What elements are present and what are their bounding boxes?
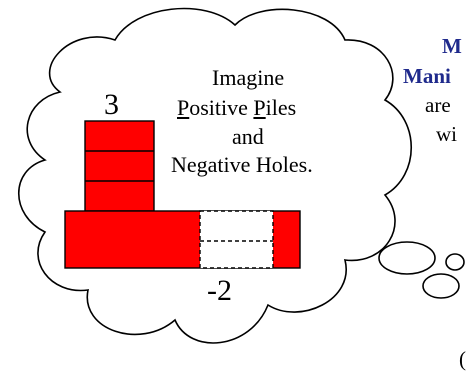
negative-base — [64, 210, 301, 269]
negative-hole — [199, 210, 274, 269]
positive-rest: ositive — [189, 95, 254, 120]
thought-bubble-trail-icon — [378, 241, 465, 299]
negative-holes-line: Negative Holes. — [171, 152, 313, 177]
side-bottom-fragment: ( — [459, 347, 466, 371]
side-title-line1: M — [442, 34, 462, 58]
negative-count-label: -2 — [207, 274, 232, 307]
piles-p: P — [253, 95, 266, 120]
positive-count-label: 3 — [104, 88, 119, 121]
side-line4: wi — [436, 122, 457, 146]
piles-rest: iles — [265, 95, 297, 120]
and-line: and — [232, 124, 264, 149]
positive-p: P — [177, 95, 190, 120]
positive-piles-line: Positive Piles — [177, 97, 296, 119]
side-title-line2: Mani — [403, 64, 451, 88]
imagine-line: Imagine — [212, 65, 285, 90]
side-line3: are — [425, 93, 451, 117]
positive-pile — [84, 120, 155, 212]
